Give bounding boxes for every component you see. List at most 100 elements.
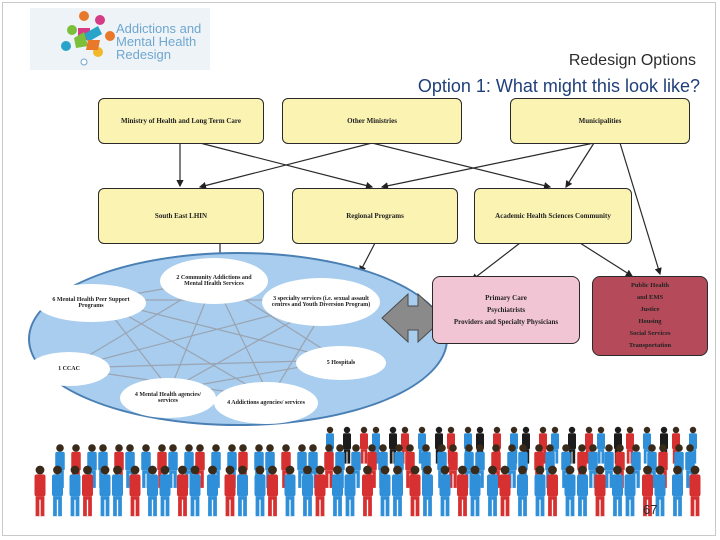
municipalities-label: Municipalities [578,117,622,125]
person-figure [147,465,158,517]
person-figure [379,465,391,517]
person-figure [594,465,606,517]
specialty-services-label: 3 specialty services (i.e. sexual assaul… [271,296,371,308]
person-figure [631,444,641,488]
person-figure [547,465,558,517]
peer-support-label: 6 Mental Health Peer Support Programs [52,297,130,309]
other-ministries-box: Other Ministries [282,98,462,144]
person-figure [237,465,248,517]
person-figure [672,465,683,517]
logo-people-icon [61,11,115,66]
ccac-label: 1 CCAC [58,366,80,372]
person-figure [499,465,511,517]
logo: Addictions and Mental Health Redesign [30,8,210,70]
person-figure [82,465,93,517]
person-figure [168,444,178,488]
community-service-item: Housing [638,318,662,325]
person-figure [324,444,334,488]
person-figure [689,465,701,517]
person-figure [604,444,614,488]
primary-care-line-2: Psychiatrists [486,306,526,314]
primary-care-line-1: Primary Care [485,294,527,302]
person-figure [52,465,63,517]
person-figure [69,465,81,517]
person-figure [332,465,343,517]
community-services-node: 2 Community Addictions and Mental Health… [160,258,268,304]
academic-health-label: Academic Health Sciences Community [495,212,611,220]
primary-care-line-3: Providers and Specialty Physicians [453,318,559,326]
person-figure [624,465,636,517]
logo-line-1: Addictions and [116,21,202,36]
person-figure [588,444,598,488]
person-figure [129,465,141,517]
person-figure [343,426,351,464]
person-figure [597,426,605,464]
person-figure [254,465,266,517]
person-figure [207,465,218,517]
primary-care-box: Primary Care Psychiatrists Providers and… [432,276,580,344]
community-service-item: Social Services [629,330,671,337]
person-figure [344,465,356,517]
regional-programs-label: Regional Programs [346,212,404,220]
person-figure [464,444,474,488]
person-figure [422,465,433,517]
academic-health-box: Academic Health Sciences Community [474,188,632,244]
person-figure [643,426,651,464]
person-figure [612,465,623,517]
person-figure [112,465,123,517]
person-figure [392,465,403,517]
person-figure [448,444,458,488]
page-number: 67 [643,502,658,517]
person-figure [184,444,194,488]
peer-support-node: 6 Mental Health Peer Support Programs [36,284,146,322]
person-figure [457,465,468,517]
community-services-box: Public Health and EMS Justice Housing So… [592,276,708,356]
other-ministries-label: Other Ministries [347,117,397,125]
person-figure [568,426,576,464]
logo-line-3: Redesign [116,47,171,62]
person-figure [360,426,368,464]
community-service-item: Public Health [630,282,670,289]
person-figure [34,465,46,517]
person-figure [517,465,528,517]
mental-health-agencies-label: 4 Mental Health agencies/ services [134,392,202,404]
person-figure [439,465,451,517]
regional-programs-box: Regional Programs [292,188,458,244]
person-figure [189,465,201,517]
ministry-health-box: Ministry of Health and Long Term Care [98,98,264,144]
person-figure [159,465,171,517]
community-service-item: Justice [640,306,660,313]
person-figure [314,465,326,517]
logo-line-2: Mental Health [116,34,197,49]
person-figure [284,465,296,517]
person-figure [469,465,481,517]
addictions-agencies-label: 4 Addictions agencies/ services [227,400,305,406]
person-figure [564,465,576,517]
person-figure [99,465,111,517]
lhin-label: South East LHIN [154,212,208,220]
person-figure [351,444,361,488]
person-figure [224,465,236,517]
slide-title: Option 1: What might this look like? [417,76,700,96]
person-figure [487,465,498,517]
person-figure [389,426,397,464]
logo-text: Addictions and Mental Health Redesign [116,22,201,61]
community-service-item: and EMS [636,294,664,301]
community-services-label: 2 Community Addictions and Mental Health… [176,275,252,287]
municipalities-box: Municipalities [510,98,690,144]
person-figure [626,426,634,464]
person-figure [302,465,313,517]
person-figure [577,465,588,517]
person-figure [409,465,421,517]
person-figure [362,465,373,517]
lhin-box: South East LHIN [98,188,264,244]
person-figure [141,444,151,488]
person-figure [654,465,666,517]
person-figure [177,465,188,517]
ministry-health-label: Ministry of Health and Long Term Care [120,117,242,125]
person-figure [507,444,517,488]
person-figure [401,426,409,464]
